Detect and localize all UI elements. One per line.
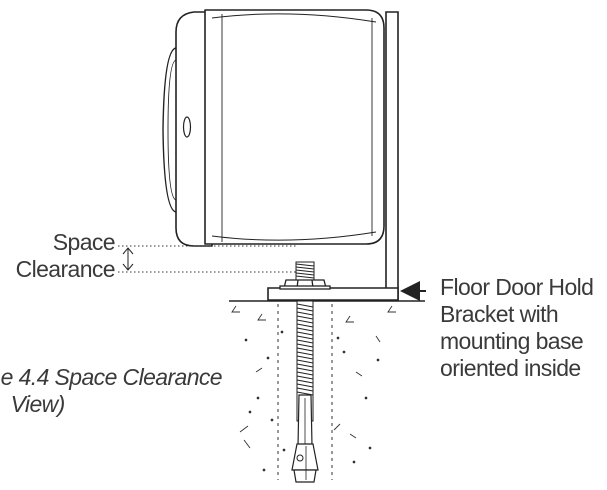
figure-caption: e 4.4 Space Clearance View): [0, 364, 223, 418]
hex-nut: [279, 279, 331, 290]
bracket-callout-line-4: oriented inside: [440, 355, 581, 381]
bracket-callout-line-1: Floor Door Hold: [440, 274, 594, 300]
figure-caption-line-1: e 4.4 Space Clearance: [0, 364, 223, 390]
space-clearance-line-1: Space: [52, 229, 116, 255]
bracket-callout-label: Floor Door Hold Bracket with mounting ba…: [440, 274, 594, 382]
concrete-texture: [231, 305, 396, 472]
anchor-bolt: [291, 300, 319, 483]
figure-caption-line-2: View): [10, 391, 66, 417]
anchor-hole-outline: [277, 304, 333, 480]
space-clearance-label: Space Clearance: [15, 229, 116, 283]
threaded-stud-top: [295, 261, 315, 281]
bracket-callout-line-3: mounting base: [440, 328, 584, 354]
space-clearance-dimension: [118, 245, 296, 273]
bracket-callout-line-2: Bracket with: [440, 301, 559, 327]
door-hold-device: [162, 9, 385, 247]
floor-bracket: [267, 11, 399, 301]
space-clearance-line-2: Clearance: [15, 256, 116, 282]
